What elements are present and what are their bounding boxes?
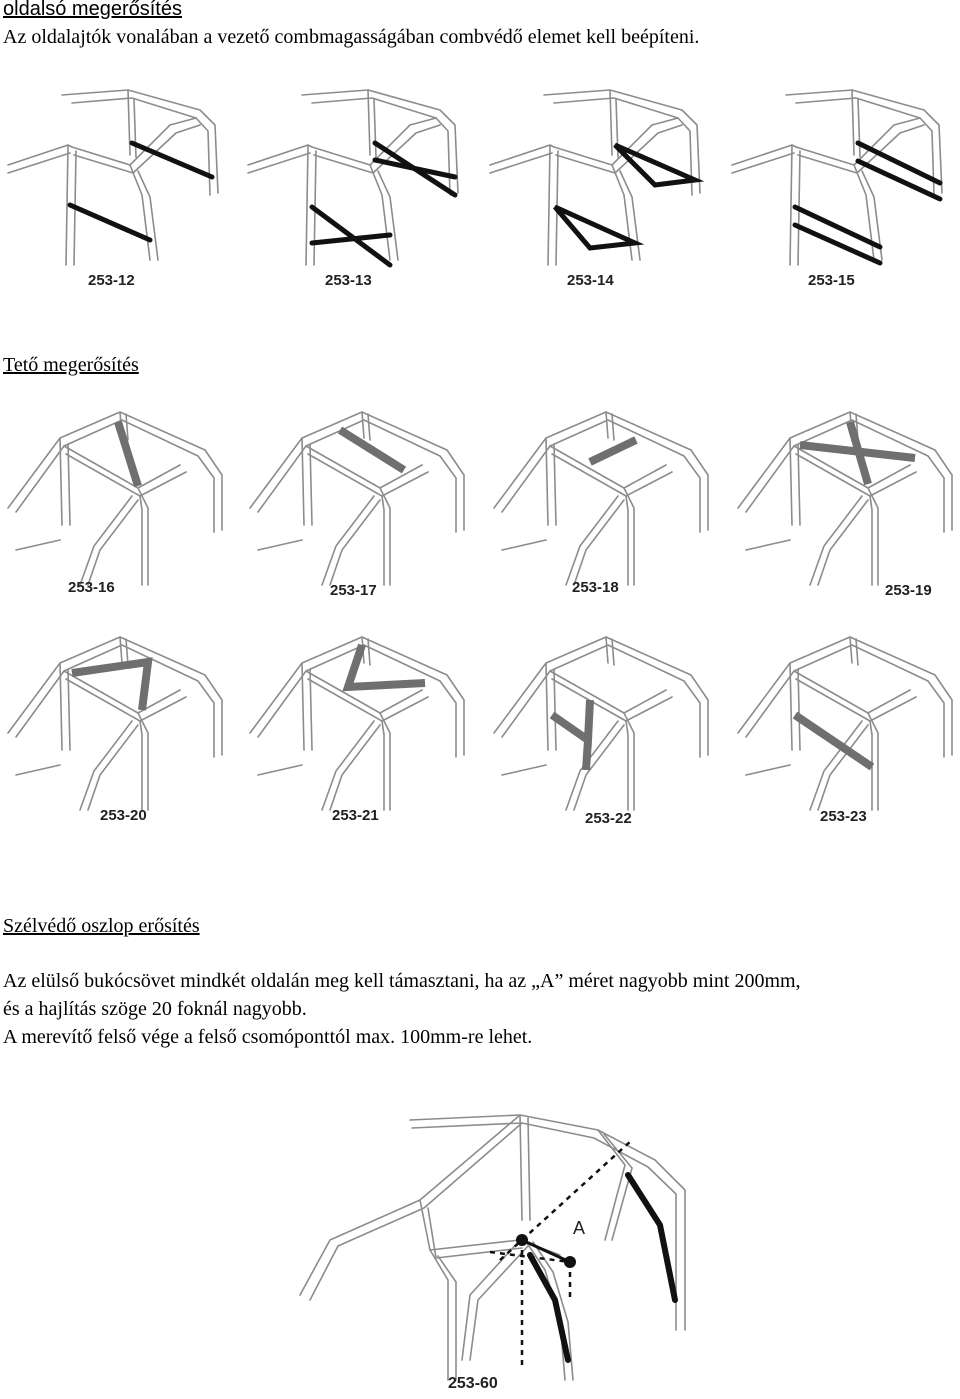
side-section-title: oldalsó megerősítés xyxy=(3,0,182,20)
figure-253-14: 253-14 xyxy=(489,89,705,289)
pillar-text-line-3: A merevítő felső vége a felső csomópontt… xyxy=(3,1026,533,1048)
figure-253-15: 253-15 xyxy=(731,89,943,289)
figure-caption: 253-18 xyxy=(572,579,619,596)
figure-caption: 253-15 xyxy=(808,272,855,289)
figure-caption: 253-21 xyxy=(332,807,379,824)
figure-caption: 253-14 xyxy=(567,272,614,289)
figure-253-16: 253-16 xyxy=(7,411,223,596)
figure-caption: 253-20 xyxy=(100,807,147,824)
figure-253-18: 253-18 xyxy=(493,411,709,596)
figure-caption: 253-12 xyxy=(88,272,135,289)
figure-253-23: 253-23 xyxy=(737,636,953,825)
figure-253-17: 253-17 xyxy=(249,411,465,599)
figure-253-22: 253-22 xyxy=(493,636,709,827)
side-reinforcement-figures: 253-12 253-13 253-14 253-15 xyxy=(7,89,943,289)
figure-253-60: A 253-60 xyxy=(299,1114,686,1392)
figure-253-13: 253-13 xyxy=(247,89,459,289)
figure-caption: 253-23 xyxy=(820,808,867,825)
upper-node-marker xyxy=(516,1234,528,1246)
figure-caption: 253-16 xyxy=(68,579,115,596)
figure-caption: 253-17 xyxy=(330,582,377,599)
figure-253-19: 253-19 xyxy=(737,411,953,599)
pillar-section-title: Szélvédő oszlop erősítés xyxy=(3,915,200,937)
figure-caption: 253-19 xyxy=(885,582,932,599)
pillar-text-line-1: Az elülső bukócsövet mindkét oldalán meg… xyxy=(3,970,801,992)
figure-253-20: 253-20 xyxy=(7,636,223,824)
figure-caption: 253-60 xyxy=(448,1375,498,1392)
figure-253-12: 253-12 xyxy=(7,89,219,289)
figure-253-21: 253-21 xyxy=(249,636,465,824)
roof-section-title: Tető megerősítés xyxy=(3,354,139,376)
brace-end-marker xyxy=(564,1256,576,1268)
roof-reinforcement-figures: 253-16 253-17 253-18 253-19 253-20 253-2… xyxy=(7,411,953,827)
dimension-label-a: A xyxy=(573,1218,585,1238)
figure-caption: 253-13 xyxy=(325,272,372,289)
pillar-text-line-2: és a hajlítás szöge 20 foknál nagyobb. xyxy=(3,998,307,1020)
side-section-description: Az oldalajtók vonalában a vezető combmag… xyxy=(3,26,700,48)
figure-caption: 253-22 xyxy=(585,810,632,827)
